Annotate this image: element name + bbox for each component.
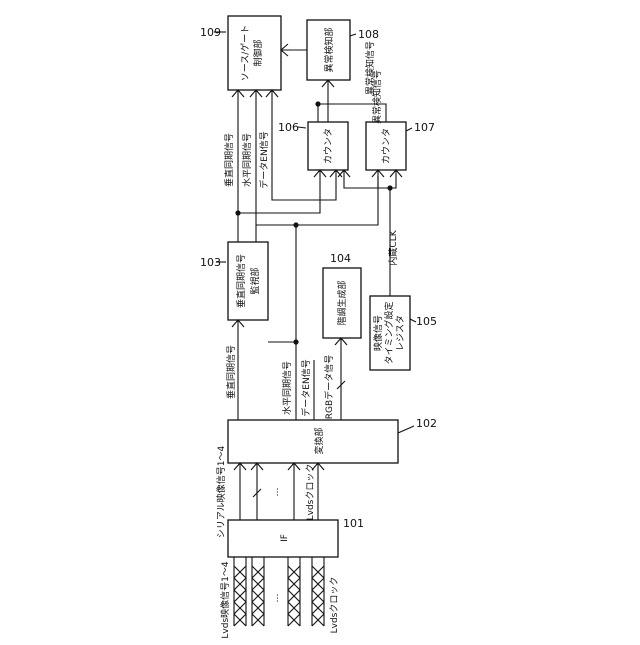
ref-106: 106 xyxy=(278,121,299,134)
input-pair-2 xyxy=(252,557,264,626)
block-vsync-monitor-103: 垂直同期信号 監視部 103 xyxy=(200,242,268,320)
block-converter-102: 変換部 102 xyxy=(228,417,437,463)
converter-label: 変換部 xyxy=(313,427,325,454)
gradation-label: 階調生成部 xyxy=(336,280,348,325)
converter-box xyxy=(228,420,398,463)
counter-a-label: カウンタ xyxy=(323,128,334,164)
if-label: IF xyxy=(280,534,290,542)
block-source-gate-109: ソース/ゲート 制御部 109 xyxy=(200,16,281,90)
counter-b-label: カウンタ xyxy=(381,128,392,164)
ref-101: 101 xyxy=(343,517,364,530)
anomaly-label: 異常検知部 xyxy=(323,27,335,72)
block-counter-106: カウンタ 106 xyxy=(278,121,348,170)
upper-bus: 垂直同期信号 水平同期信号 データEN信号 xyxy=(223,90,384,242)
ref-108-leader xyxy=(350,34,356,36)
serial-line-3 xyxy=(288,463,300,520)
input-ellipsis: … xyxy=(271,594,281,603)
register-line2: タイミング設定 xyxy=(383,301,395,364)
data-en-b-label: データEN信号 xyxy=(258,131,270,188)
block-gradation-104: 階調生成部 104 xyxy=(323,252,361,338)
register-line3: レジスタ xyxy=(395,315,406,351)
counter-a-to-anomaly xyxy=(322,80,334,122)
clk-to-counter-b xyxy=(390,170,402,188)
ref-102: 102 xyxy=(416,417,437,430)
lvds-video-label: Lvds映像信号1〜4 xyxy=(219,561,231,638)
lvds-clock-in-label: Lvdsクロック xyxy=(329,577,340,634)
vsync-b-label: 垂直同期信号 xyxy=(223,133,235,187)
ref-106-leader xyxy=(298,127,306,128)
anomaly-signal-b-label: 異常検知信号 xyxy=(371,70,383,124)
source-gate-line2: 制御部 xyxy=(252,39,264,66)
rgb-to-gradation xyxy=(335,338,347,420)
lvds-input-pairs: … Lvds映像信号1〜4 Lvdsクロック xyxy=(219,557,340,639)
block-if-101: IF 101 xyxy=(228,517,364,557)
ref-108: 108 xyxy=(358,28,379,41)
source-gate-line1: ソース/ゲート xyxy=(239,25,251,82)
data-en-a-label: データEN信号 xyxy=(300,359,312,416)
input-pair-1 xyxy=(234,557,246,626)
vsync-monitor-box xyxy=(228,242,268,320)
ref-107: 107 xyxy=(414,121,435,134)
serial-line-2 xyxy=(251,463,263,520)
clk-to-counter-a xyxy=(338,170,390,188)
ref-107-leader xyxy=(406,128,412,131)
hsync-b-label: 水平同期信号 xyxy=(241,133,253,187)
internal-clk-label: 内蔵CLK xyxy=(387,229,399,265)
anomaly-to-source-gate xyxy=(281,44,307,56)
input-pair-3 xyxy=(288,557,300,626)
vsync-monitor-line2: 監視部 xyxy=(249,267,261,294)
vsync-a-label: 垂直同期信号 xyxy=(225,345,237,399)
hsync-a-label: 水平同期信号 xyxy=(281,361,293,415)
rgb-data-label: RGBデータ信号 xyxy=(323,355,335,419)
vsync-monitor-line1: 垂直同期信号 xyxy=(235,254,247,308)
block-counter-107: カウンタ 107 xyxy=(366,121,435,170)
ref-102-leader xyxy=(398,426,414,433)
register-line1: 映像信号 xyxy=(372,315,384,351)
block-register-105: 映像信号 タイミング設定 レジスタ 105 xyxy=(370,296,437,370)
input-pair-clock xyxy=(312,557,324,626)
serial-line-1 xyxy=(234,463,246,520)
serial-ellipsis: … xyxy=(271,488,281,497)
lvds-clock-out-label: Lvdsクロック xyxy=(305,464,316,521)
ref-105: 105 xyxy=(416,315,437,328)
serial-video-label: シリアル映像信号1〜4 xyxy=(215,446,227,539)
ref-104: 104 xyxy=(330,252,351,265)
